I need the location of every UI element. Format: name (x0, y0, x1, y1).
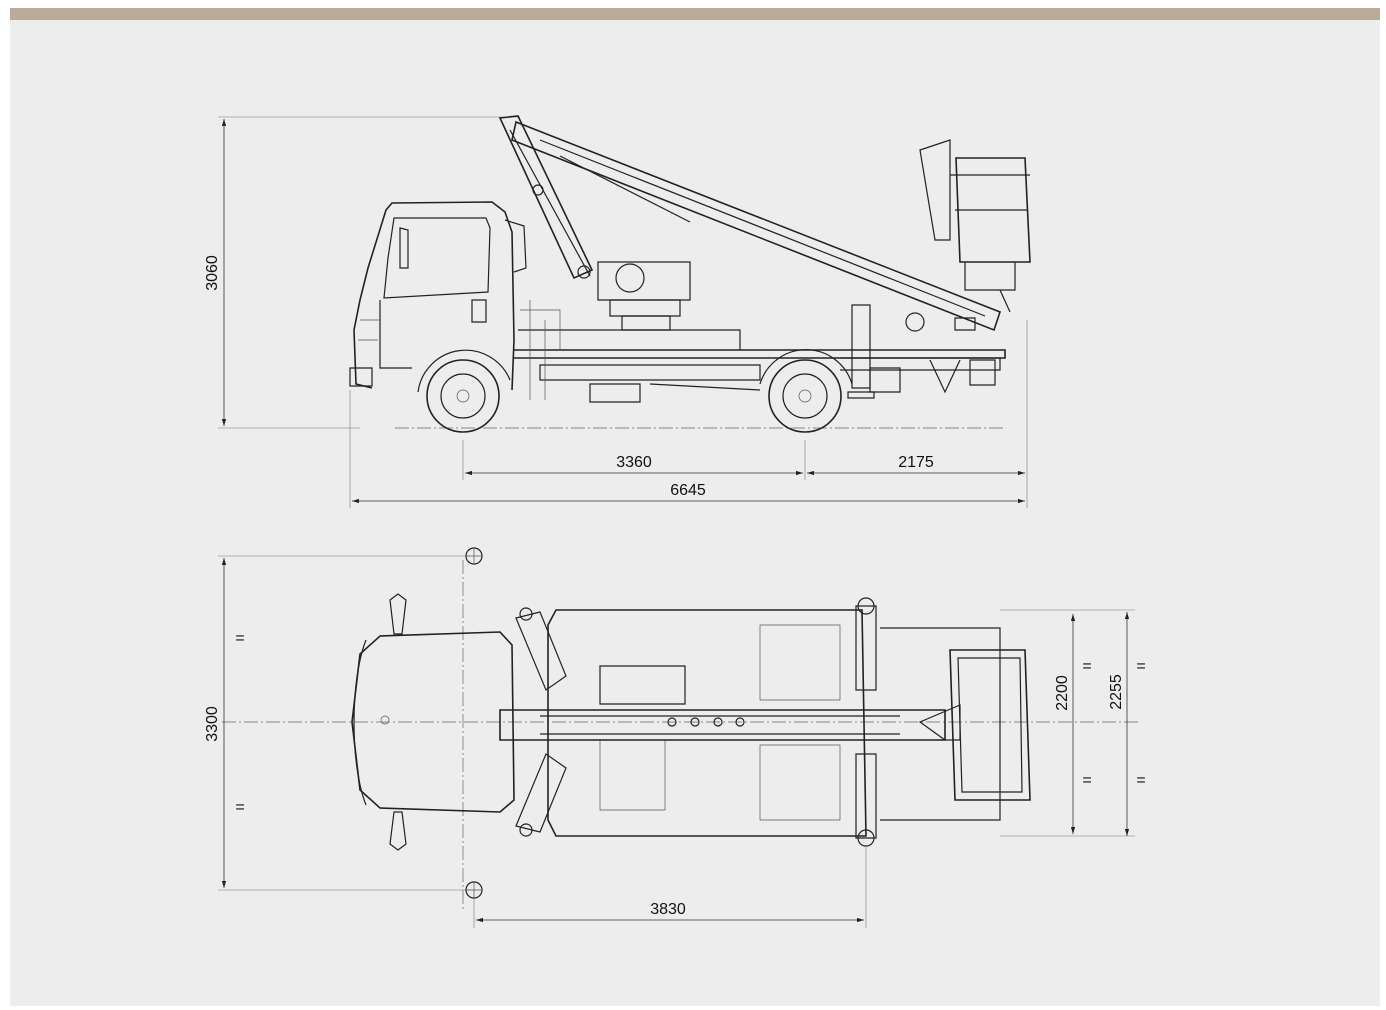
dim-rear-overhang: 2175 (898, 454, 934, 471)
deck-body (547, 609, 867, 837)
chassis-frame (514, 300, 1006, 403)
header-accent-bar (10, 8, 1380, 20)
dim-stabilizer-spread: 3300 (204, 706, 221, 742)
truck-cab (349, 201, 527, 391)
rear-wheel (759, 349, 853, 433)
boom-turret (597, 261, 691, 331)
dim-overall-height: 3060 (204, 255, 221, 291)
dim-width: 2200 (1054, 675, 1071, 711)
main-boom-top (499, 704, 961, 741)
dim-wheelbase: 3360 (616, 454, 652, 471)
lower-boom (498, 115, 594, 280)
stabilizer-foot-marker (465, 547, 483, 899)
work-basket (919, 139, 1031, 313)
top-view: 3300 = = 3830 2200 = = 2255 = = (204, 547, 1146, 928)
cab-top (351, 593, 515, 851)
dim-stabilizer-longitudinal: 3830 (650, 901, 686, 918)
stabilizer-leg (847, 304, 875, 399)
equal-mark: = (1082, 772, 1091, 789)
drawing-sheet (10, 8, 1380, 1006)
equal-mark: = (1082, 658, 1091, 675)
side-view: 3060 3360 2175 6645 (204, 115, 1031, 508)
equal-mark: = (1136, 772, 1145, 789)
equal-mark: = (235, 630, 244, 647)
main-boom (511, 120, 1001, 332)
front-wheel (417, 349, 511, 433)
equal-mark: = (235, 799, 244, 816)
dim-overall-length: 6645 (670, 482, 706, 499)
equal-mark: = (1136, 658, 1145, 675)
front-stabilizers (515, 607, 567, 837)
dim-width-with-mirrors: 2255 (1108, 674, 1125, 710)
basket-top (880, 627, 1031, 821)
